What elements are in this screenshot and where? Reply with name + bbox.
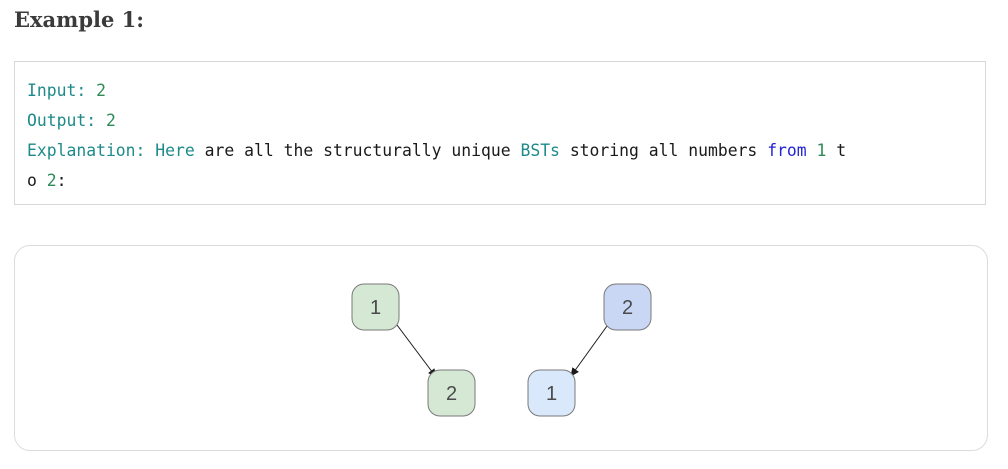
bst-diagram: 1 2 2 1 (351, 283, 652, 417)
explanation-text-1: are all the structurally unique (204, 141, 511, 160)
explanation-here: Here (155, 141, 195, 160)
input-value: 2 (96, 81, 106, 100)
explanation-label: Explanation: (27, 141, 146, 160)
wrap-o: o (27, 171, 37, 190)
tree1-child-shape (427, 369, 476, 417)
code-line-wrap: o 2: (27, 166, 973, 196)
explanation-t: t (836, 141, 847, 160)
tree2-root-node: 2 (603, 283, 652, 331)
tree1-root-shape (351, 283, 400, 331)
wrap-colon: : (56, 171, 67, 190)
tree1-child-node: 2 (427, 369, 476, 417)
code-block: Input: 2 Output: 2 Explanation: Here are… (14, 61, 986, 205)
explanation-from: from (767, 141, 807, 160)
explanation-bsts: BSTs (520, 141, 560, 160)
input-label: Input: (27, 81, 87, 100)
code-line-output: Output: 2 (27, 106, 973, 136)
tree1-child-label: 2 (446, 383, 457, 405)
tree2-child-shape (527, 369, 576, 417)
tree2-child-label: 1 (546, 383, 557, 405)
diagram-container: 1 2 2 1 (14, 245, 988, 451)
explanation-one: 1 (816, 141, 827, 160)
wrap-two: 2 (46, 171, 57, 190)
explanation-text-2: storing all numbers (569, 141, 758, 160)
tree2-root-shape (603, 283, 652, 331)
code-line-explanation: Explanation: Here are all the structural… (27, 136, 973, 166)
output-value: 2 (105, 111, 116, 130)
tree2-root-label: 2 (622, 297, 633, 319)
tree2-edge (570, 325, 608, 377)
tree1-root-node: 1 (351, 283, 400, 331)
example-heading: Example 1: (14, 7, 145, 32)
tree2-child-node: 1 (527, 369, 576, 417)
output-label: Output: (27, 111, 97, 130)
tree1-root-label: 1 (370, 297, 381, 319)
tree1-edge (396, 324, 437, 378)
code-line-input: Input: 2 (27, 76, 973, 106)
